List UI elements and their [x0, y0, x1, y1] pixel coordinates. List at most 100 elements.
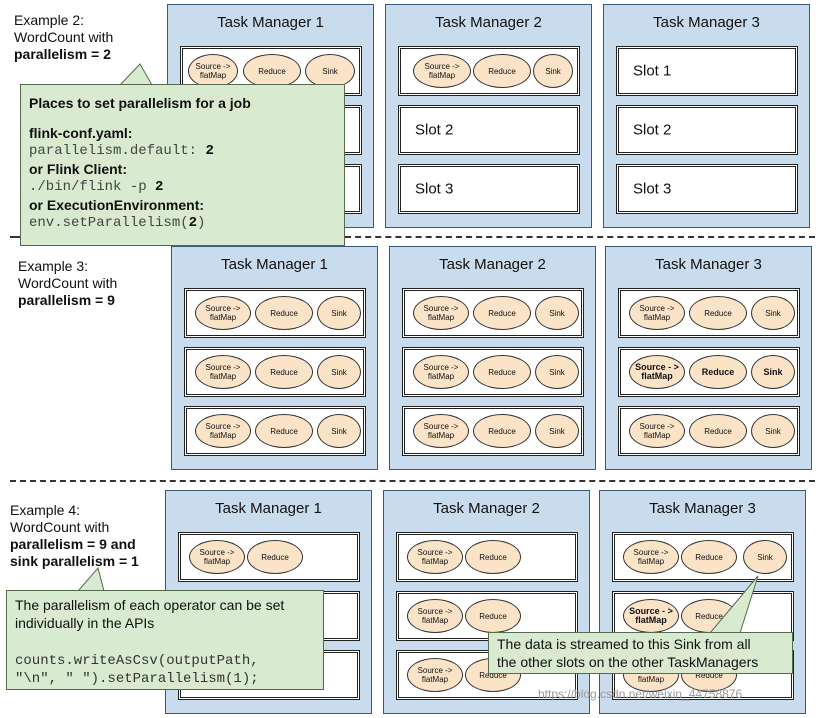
callout-text: The parallelism of each operator can be …: [15, 597, 285, 613]
operator-parallelism-callout: The parallelism of each operator can be …: [6, 590, 324, 690]
operator-sink: Sink: [751, 355, 795, 389]
operator-reduce: Reduce: [473, 355, 531, 389]
slot: Source -> flatMap Reduce Sink: [402, 406, 584, 456]
task-manager-title: Task Manager 3: [649, 500, 756, 517]
operator-source-flatmap: Source -> flatMap: [407, 658, 463, 692]
slot: Source -> flatMap Reduce Sink: [184, 347, 366, 397]
task-manager-title: Task Manager 2: [439, 256, 546, 273]
slot: Source -> flatMap Reduce Sink: [618, 288, 800, 338]
slot: Source -> flatMap Reduce Sink: [398, 46, 580, 96]
operator-reduce: Reduce: [255, 355, 313, 389]
task-manager-2: Task Manager 2 Source -> flatMap Reduce …: [383, 490, 590, 714]
conf-label: flink-conf.yaml:: [29, 125, 133, 141]
divider: [345, 236, 815, 238]
slot-label: Slot 2: [633, 121, 672, 139]
task-manager-2: Task Manager 2 Source -> flatMap Reduce …: [389, 246, 596, 470]
operator-sink: Sink: [317, 414, 361, 448]
task-manager-2: Task Manager 2 Source -> flatMap Reduce …: [385, 4, 592, 228]
callout-pointer: [118, 63, 153, 86]
operator-reduce: Reduce: [255, 414, 313, 448]
task-manager-title: Task Manager 3: [655, 256, 762, 273]
slot: Source -> flatMap Reduce Sink: [184, 288, 366, 338]
task-manager-title: Task Manager 2: [433, 500, 540, 517]
callout-text: individually in the APIs: [15, 615, 155, 631]
divider: [10, 480, 815, 482]
callout-title: Places to set parallelism for a job: [29, 95, 251, 111]
slot: Slot 3: [616, 164, 798, 214]
slot-label: Slot 1: [633, 62, 672, 80]
operator-source-flatmap: Source -> flatMap: [413, 414, 469, 448]
sink-callout: The data is streamed to this Sink from a…: [488, 632, 793, 674]
callout-code: counts.writeAsCsv(outputPath,: [15, 653, 259, 669]
operator-source-flatmap: Source -> flatMap: [629, 296, 685, 330]
slot: Source -> flatMap Reduce Sink: [618, 406, 800, 456]
operator-reduce: Reduce: [689, 414, 747, 448]
operator-sink: Sink: [743, 540, 787, 574]
operator-source-flatmap: Source -> flatMap: [413, 355, 469, 389]
operator-reduce: Reduce: [689, 296, 747, 330]
callout-code: "\n", " ").setParallelism(1);: [15, 671, 259, 687]
operator-sink: Sink: [305, 54, 355, 88]
operator-sink: Sink: [751, 414, 795, 448]
callout-text: The data is streamed to this Sink from a…: [497, 636, 751, 652]
operator-sink: Sink: [317, 355, 361, 389]
operator-source-flatmap: Source -> flatMap: [407, 540, 463, 574]
slot: Source -> flatMap Reduce Sink: [184, 406, 366, 456]
operator-sink: Sink: [535, 355, 579, 389]
operator-source-flatmap: Source -> flatMap: [195, 414, 251, 448]
slot: Source -> flatMap Reduce: [396, 591, 578, 641]
slot: Source -> flatMap Reduce Sink: [402, 347, 584, 397]
operator-source-flatmap: Source -> flatMap: [413, 54, 471, 88]
task-manager-title: Task Manager 1: [215, 500, 322, 517]
task-manager-title: Task Manager 1: [217, 14, 324, 31]
example-4-label: Example 4: WordCount with parallelism = …: [10, 502, 139, 569]
example-3-label: Example 3: WordCount with parallelism = …: [18, 258, 118, 308]
operator-source-flatmap: Source - > flatMap: [629, 355, 685, 389]
task-manager-1: Task Manager 1 Source -> flatMap Reduce …: [171, 246, 378, 470]
operator-reduce: Reduce: [243, 54, 301, 88]
slot-label: Slot 2: [415, 121, 454, 139]
operator-source-flatmap: Source -> flatMap: [188, 54, 238, 88]
callout-pointer: [708, 575, 759, 634]
task-manager-title: Task Manager 1: [221, 256, 328, 273]
slot: Slot 3: [398, 164, 580, 214]
operator-source-flatmap: Source -> flatMap: [407, 599, 463, 633]
slot: Source -> flatMap Reduce Sink: [180, 46, 362, 96]
operator-reduce: Reduce: [247, 540, 303, 574]
task-manager-title: Task Manager 3: [653, 14, 760, 31]
operator-source-flatmap: Source -> flatMap: [189, 540, 245, 574]
operator-source-flatmap: Source - > flatMap: [623, 599, 679, 633]
operator-source-flatmap: Source -> flatMap: [195, 296, 251, 330]
operator-sink: Sink: [535, 296, 579, 330]
client-label: or Flink Client:: [29, 161, 127, 177]
task-manager-3: Task Manager 3 Slot 1 Slot 2 Slot 3: [603, 4, 810, 228]
slot: Source - > flatMap Reduce Sink: [618, 347, 800, 397]
slot: Slot 2: [398, 105, 580, 155]
slot-label: Slot 3: [633, 180, 672, 198]
operator-sink: Sink: [317, 296, 361, 330]
operator-reduce: Reduce: [689, 355, 747, 389]
operator-reduce: Reduce: [255, 296, 313, 330]
slot: Source -> flatMap Reduce Sink: [402, 288, 584, 338]
parallelism-callout: Places to set parallelism for a job flin…: [20, 84, 345, 246]
slot: Source -> flatMap Reduce: [396, 532, 578, 582]
operator-source-flatmap: Source -> flatMap: [413, 296, 469, 330]
env-code: env.setParallelism(2): [29, 215, 206, 231]
operator-reduce: Reduce: [473, 414, 531, 448]
env-label: or ExecutionEnvironment:: [29, 197, 205, 213]
task-manager-3: Task Manager 3 Source -> flatMap Reduce …: [605, 246, 812, 470]
callout-text: the other slots on the other TaskManager…: [497, 654, 759, 670]
operator-sink: Sink: [535, 414, 579, 448]
callout-pointer: [76, 566, 105, 592]
watermark: https://blog.csdn.net/weixin_44758876: [538, 687, 743, 701]
task-manager-title: Task Manager 2: [435, 14, 542, 31]
operator-sink: Sink: [751, 296, 795, 330]
operator-reduce: Reduce: [473, 296, 531, 330]
operator-sink: Sink: [533, 54, 573, 88]
operator-source-flatmap: Source -> flatMap: [629, 414, 685, 448]
operator-reduce: Reduce: [681, 540, 737, 574]
operator-source-flatmap: Source -> flatMap: [195, 355, 251, 389]
slot-label: Slot 3: [415, 180, 454, 198]
slot: Slot 1: [616, 46, 798, 96]
client-code: ./bin/flink -p 2: [29, 179, 164, 195]
